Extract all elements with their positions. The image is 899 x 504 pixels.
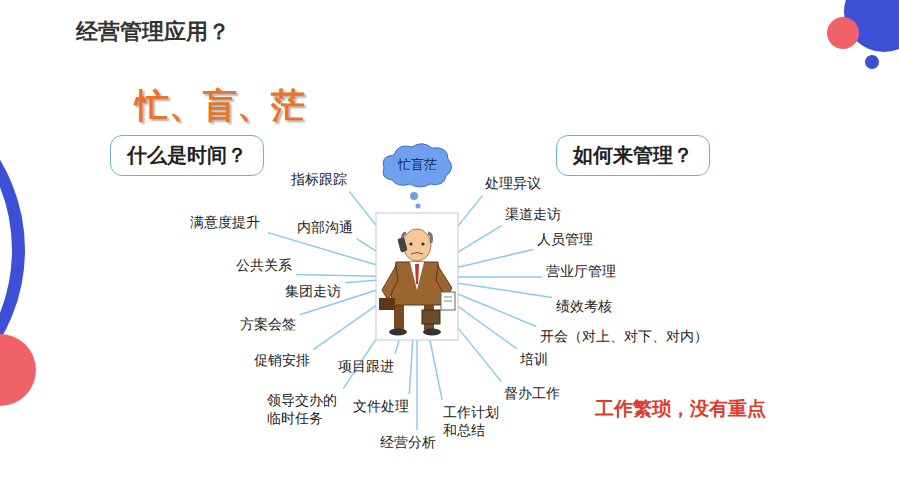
leader-line: [458, 196, 482, 226]
thought-bubble: [416, 204, 421, 209]
leader-line: [458, 306, 517, 348]
task-label: 经营分析: [380, 434, 436, 452]
leader-line: [395, 340, 399, 354]
task-label: 处理异议: [485, 175, 541, 193]
slide-title: 经营管理应用？: [76, 18, 230, 46]
leader-line: [458, 328, 501, 382]
question-text: 什么是时间？: [127, 142, 247, 169]
red-circle: [0, 334, 36, 406]
thought-cloud: 忙盲茫: [378, 140, 456, 190]
task-label: 内部沟通: [297, 219, 353, 237]
thought-bubble: [410, 192, 418, 200]
leader-line: [409, 340, 413, 394]
task-label: 绩效考核: [556, 298, 612, 316]
blue-dot: [865, 55, 879, 69]
picture-frame: [376, 213, 458, 340]
leader-line: [458, 294, 536, 326]
leader-line: [356, 239, 376, 251]
leader-line: [458, 249, 533, 267]
task-label: 满意度提升: [190, 214, 264, 232]
task-label: 工作计划和总结: [443, 404, 509, 439]
leader-line: [416, 340, 418, 430]
task-label: 项目跟进: [338, 358, 394, 376]
question-box: 如何来管理？: [556, 135, 710, 176]
task-label: 营业厅管理: [546, 263, 616, 281]
question-text: 如何来管理？: [573, 142, 693, 169]
leader-line: [349, 192, 376, 226]
leader-line: [430, 340, 442, 400]
red-dot: [827, 17, 859, 49]
question-box: 什么是时间？: [110, 135, 264, 176]
leader-line: [458, 276, 542, 278]
task-label: 渠道走访: [505, 206, 561, 224]
emphasis-note: 工作繁琐，没有重点: [595, 397, 766, 421]
task-label: 公共关系: [236, 257, 292, 275]
leader-line: [458, 226, 502, 252]
keyword-heading: 忙、盲、茫: [135, 84, 305, 127]
task-label: 促销安排: [254, 352, 310, 370]
task-label: 培训: [520, 351, 548, 369]
task-label: 指标跟踪: [291, 171, 347, 189]
task-label: 文件处理: [353, 398, 409, 416]
leader-line: [345, 280, 376, 282]
leader-line: [313, 306, 376, 350]
man-figure: [379, 229, 455, 336]
cloud-text: 忙盲茫: [398, 156, 437, 174]
task-label: 集团走访: [285, 283, 341, 301]
leader-line: [296, 275, 376, 277]
task-label: 方案会签: [240, 316, 296, 334]
leader-line: [458, 283, 552, 297]
task-label: 督办工作: [504, 385, 560, 403]
task-label: 人员管理: [537, 231, 593, 249]
task-label: 领导交办的临时任务: [267, 392, 341, 427]
task-label: 开会（对上、对下、对内）: [540, 328, 718, 346]
